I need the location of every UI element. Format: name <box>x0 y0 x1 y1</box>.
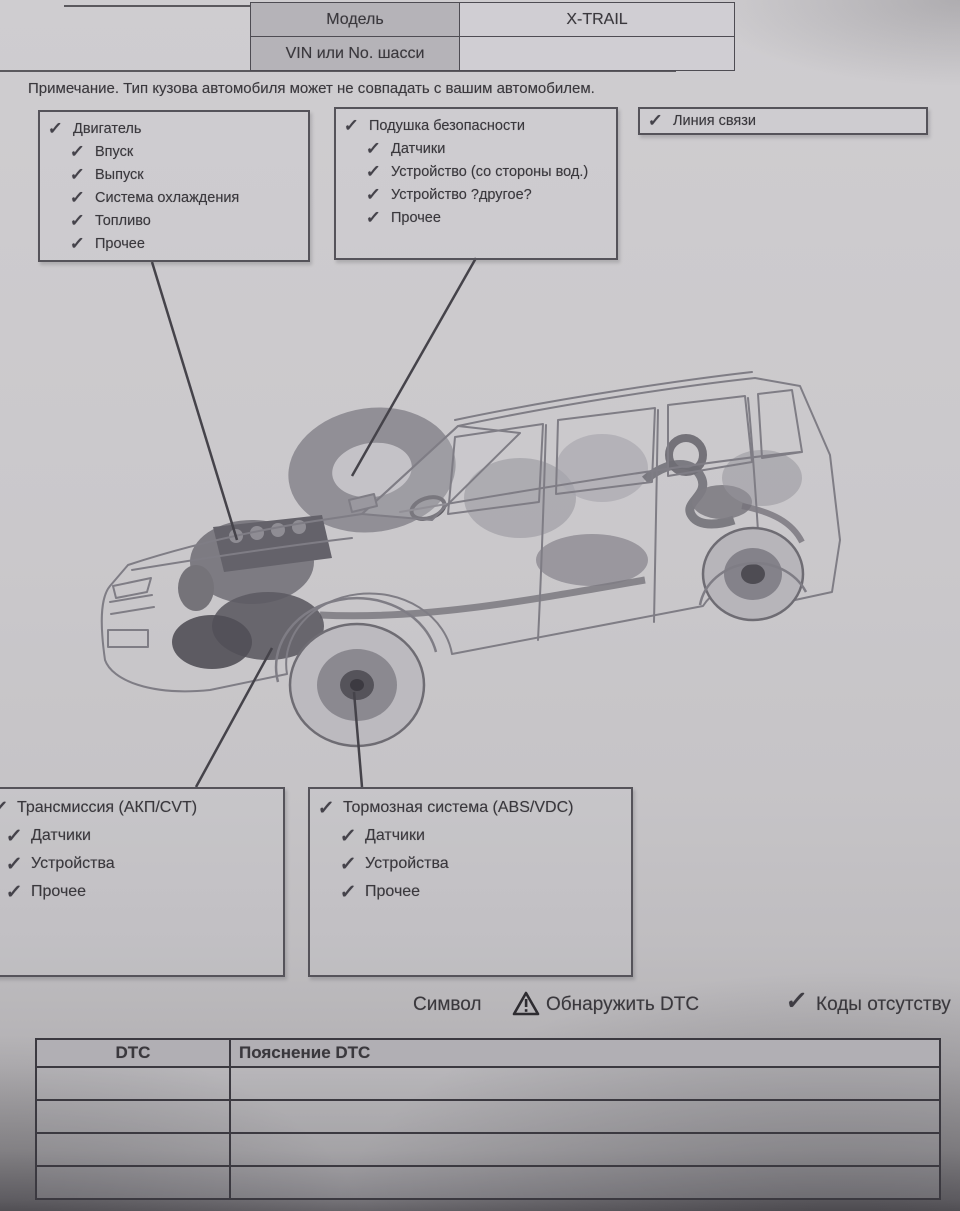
checkmark-icon <box>365 139 385 159</box>
group-brakes-title-row: Тормозная система (ABS/VDC) <box>318 794 623 822</box>
check-item-label: Топливо <box>95 212 151 229</box>
header-rule <box>0 70 676 72</box>
check-item-label: Устройства <box>31 855 115 872</box>
vin-label: VIN или No. шасси <box>250 36 460 71</box>
checkmark-icon <box>47 119 67 139</box>
dtc-cell-desc <box>229 1099 941 1134</box>
group-transmission: Трансмиссия (АКП/CVT) Датчики Устройства… <box>0 787 285 977</box>
dtc-cell-desc <box>229 1165 941 1200</box>
dtc-description-header: Пояснение DTC <box>229 1038 941 1068</box>
dtc-cell-code <box>35 1132 231 1167</box>
checkmark-icon: ✓ <box>784 987 809 1015</box>
checkmark-icon <box>0 797 11 820</box>
dtc-row <box>35 1132 941 1167</box>
checkmark-icon <box>339 881 359 904</box>
check-item: Устройства <box>340 850 623 878</box>
group-brakes: Тормозная система (ABS/VDC) Датчики Устр… <box>308 787 633 977</box>
vehicle-internals <box>172 407 805 669</box>
dtc-row <box>35 1165 941 1200</box>
group-communication-line: Линия связи <box>638 107 928 135</box>
check-item: Устройство ?другое? <box>366 183 608 206</box>
check-item: Топливо <box>70 209 300 232</box>
check-item: Прочее <box>70 232 300 255</box>
checkmark-icon <box>343 116 363 136</box>
leader-lines <box>150 257 478 788</box>
check-item-label: Устройство (со стороны вод.) <box>391 163 589 180</box>
vehicle-body-outline <box>100 371 841 693</box>
checkmark-icon <box>69 165 89 185</box>
check-item-label: Устройства <box>365 855 449 872</box>
vin-row: VIN или No. шасси <box>250 36 735 71</box>
check-item-label: Прочее <box>391 209 441 226</box>
dtc-cell-code <box>35 1066 231 1101</box>
model-value: X-TRAIL <box>459 2 735 37</box>
check-item: Датчики <box>366 137 608 160</box>
model-label: Модель <box>250 2 460 37</box>
check-item-label: Прочее <box>95 235 145 252</box>
check-item: Прочее <box>366 206 608 229</box>
dtc-cell-code <box>35 1099 231 1134</box>
checkmark-icon <box>69 211 89 231</box>
check-item: Устройства <box>6 850 275 878</box>
check-item: Прочее <box>6 878 275 906</box>
group-transmission-title-row: Трансмиссия (АКП/CVT) <box>0 794 275 822</box>
body-type-note: Примечание. Тип кузова автомобиля может … <box>28 80 595 97</box>
checkmark-icon <box>5 881 25 904</box>
vin-value <box>459 36 735 71</box>
dtc-cell-code <box>35 1165 231 1200</box>
dtc-row <box>35 1099 941 1134</box>
checkmark-icon <box>5 825 25 848</box>
checkmark-icon <box>365 185 385 205</box>
checkmark-icon <box>365 208 385 228</box>
checkmark-icon <box>365 162 385 182</box>
check-item-label: Прочее <box>365 883 421 900</box>
check-item-label: Выпуск <box>95 166 144 183</box>
dtc-header-row: DTC Пояснение DTC <box>35 1038 941 1068</box>
checkmark-icon <box>69 188 89 208</box>
check-item: Устройство (со стороны вод.) <box>366 160 608 183</box>
group-engine-title-row: Двигатель <box>48 117 300 140</box>
checkmark-icon <box>339 825 359 848</box>
model-vin-table: Модель X-TRAIL VIN или No. шасси <box>250 2 735 71</box>
checkmark-icon <box>69 234 89 254</box>
dtc-code-header: DTC <box>35 1038 231 1068</box>
model-row: Модель X-TRAIL <box>250 2 735 37</box>
check-item-label: Датчики <box>31 827 91 844</box>
check-item: Датчики <box>6 822 275 850</box>
checkmark-icon <box>317 797 337 820</box>
legend-symbol-label: Символ <box>413 994 482 1015</box>
legend-detected-label: Обнаружить DTC <box>546 994 700 1015</box>
group-airbag-title-row: Подушка безопасности <box>344 114 608 137</box>
checkmark-icon <box>5 853 25 876</box>
dtc-cell-desc <box>229 1066 941 1101</box>
check-item: Прочее <box>340 878 623 906</box>
check-item: Выпуск <box>70 163 300 186</box>
group-title: Подушка безопасности <box>369 117 525 134</box>
check-item-label: Устройство ?другое? <box>391 186 532 203</box>
check-item-label: Датчики <box>365 827 425 844</box>
group-title: Двигатель <box>73 120 142 137</box>
checkmark-icon <box>69 142 89 162</box>
check-item-label: Система охлаждения <box>95 189 240 206</box>
group-title: Линия связи <box>673 113 756 129</box>
check-item-label: Прочее <box>31 883 87 900</box>
check-item-label: Впуск <box>95 143 134 160</box>
checkmark-icon <box>339 853 359 876</box>
check-item: Впуск <box>70 140 300 163</box>
group-title: Трансмиссия (АКП/CVT) <box>17 799 198 816</box>
checkmark-icon <box>647 111 667 131</box>
group-airbag: Подушка безопасности Датчики Устройство … <box>334 107 618 260</box>
group-title: Тормозная система (ABS/VDC) <box>343 799 574 816</box>
check-item-label: Датчики <box>391 140 446 157</box>
dtc-cell-desc <box>229 1132 941 1167</box>
dtc-row <box>35 1066 941 1101</box>
legend-no-codes-label: Коды отсутству <box>816 994 951 1015</box>
check-item: Система охлаждения <box>70 186 300 209</box>
check-item: Датчики <box>340 822 623 850</box>
group-engine: Двигатель Впуск Выпуск Система охлаждени… <box>38 110 310 262</box>
dtc-table: DTC Пояснение DTC <box>35 1038 941 1200</box>
vehicle-wheels <box>274 526 808 748</box>
warning-triangle-icon <box>512 991 540 1022</box>
group-comm-title-row: Линия связи <box>648 111 918 131</box>
